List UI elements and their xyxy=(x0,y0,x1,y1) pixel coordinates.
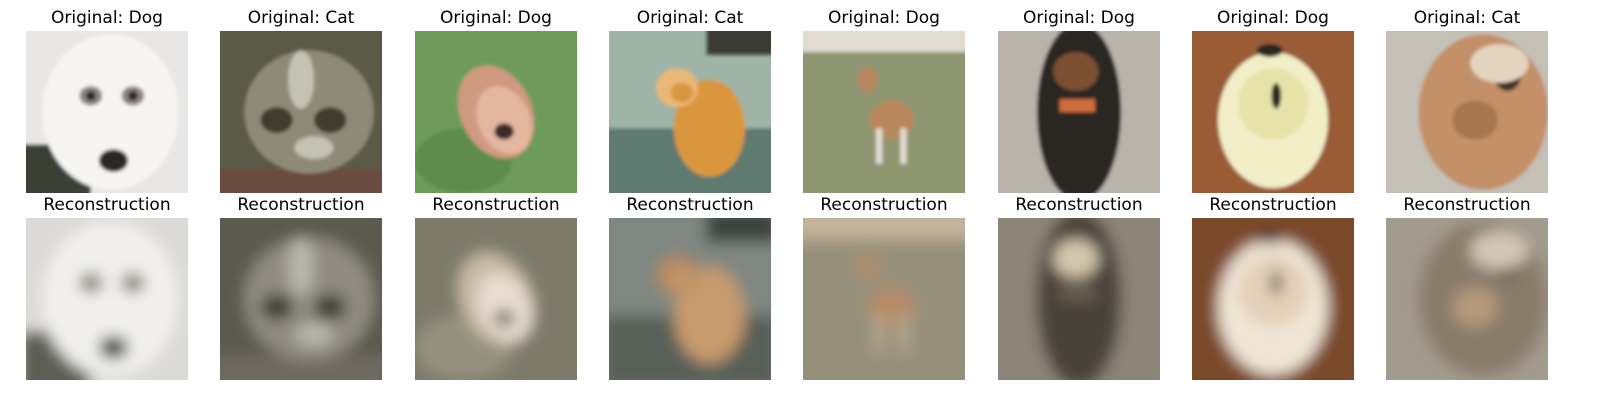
original-image xyxy=(609,31,771,193)
reconstruction-title: Reconstruction xyxy=(1209,195,1337,215)
original-image xyxy=(26,31,188,193)
original-title: Original: Cat xyxy=(247,8,355,28)
original-title: Original: Dog xyxy=(828,8,940,28)
reconstruction-title: Reconstruction xyxy=(1015,195,1143,215)
original-title: Original: Cat xyxy=(636,8,744,28)
original-title: Original: Dog xyxy=(1023,8,1135,28)
original-image xyxy=(220,31,382,193)
reconstruction-image xyxy=(1386,218,1548,380)
reconstruction-title: Reconstruction xyxy=(237,195,365,215)
original-image xyxy=(803,31,965,193)
original-title: Original: Dog xyxy=(1217,8,1329,28)
reconstruction-image xyxy=(26,218,188,380)
original-title: Original: Dog xyxy=(440,8,552,28)
original-image xyxy=(415,31,577,193)
reconstruction-title: Reconstruction xyxy=(1403,195,1531,215)
reconstruction-title: Reconstruction xyxy=(626,195,754,215)
reconstruction-image xyxy=(415,218,577,380)
original-title: Original: Dog xyxy=(51,8,163,28)
reconstruction-title: Reconstruction xyxy=(432,195,560,215)
reconstruction-image xyxy=(998,218,1160,380)
reconstruction-title: Reconstruction xyxy=(43,195,171,215)
reconstruction-image xyxy=(1192,218,1354,380)
original-title: Original: Cat xyxy=(1413,8,1521,28)
original-image xyxy=(998,31,1160,193)
original-image xyxy=(1192,31,1354,193)
reconstruction-image xyxy=(609,218,771,380)
reconstruction-title: Reconstruction xyxy=(820,195,948,215)
reconstruction-image xyxy=(220,218,382,380)
original-image xyxy=(1386,31,1548,193)
reconstruction-image xyxy=(803,218,965,380)
